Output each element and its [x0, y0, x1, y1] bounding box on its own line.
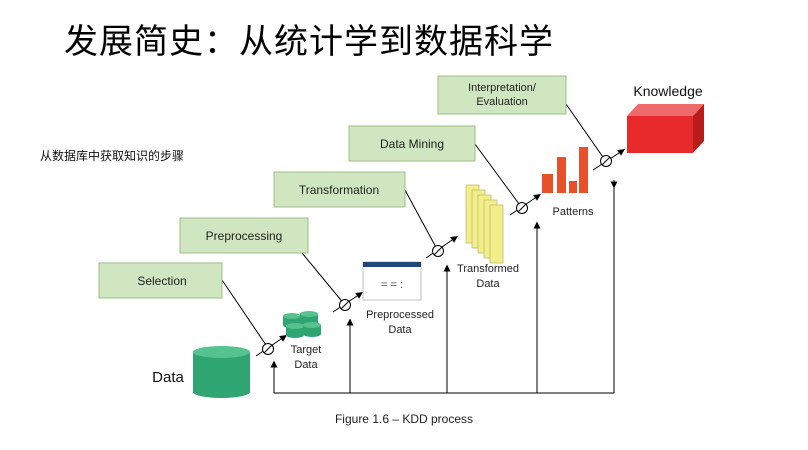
step-label-transformation: Transformation	[299, 183, 379, 197]
slide-subtitle: 从数据库中获取知识的步骤	[40, 149, 185, 163]
step-label-selection: Selection	[137, 274, 186, 288]
transformed-data-docs-icon	[465, 184, 504, 264]
feedback-loop	[270, 180, 618, 394]
target-data-icon	[283, 311, 321, 338]
step-box-interpretation: Interpretation/Evaluation	[437, 75, 567, 115]
stage-label-data: Data	[152, 369, 184, 386]
stage-label-patterns: Patterns	[553, 206, 594, 218]
svg-text:= = :: = = :	[381, 279, 403, 291]
data-cylinder-icon	[193, 346, 250, 398]
step-label-preprocessing: Preprocessing	[206, 229, 283, 243]
step-box-data-mining: Data Mining	[348, 125, 476, 162]
figure-caption: Figure 1.6 – KDD process	[335, 412, 473, 426]
step-label-data-mining: Data Mining	[380, 137, 444, 151]
patterns-bars-icon	[542, 147, 588, 193]
stage-label-knowledge: Knowledge	[633, 83, 702, 99]
step-box-selection: Selection	[98, 262, 223, 299]
preprocessed-data-window-icon: = = :	[362, 261, 422, 301]
slide-title: 发展简史：从统计学到数据科学	[64, 22, 554, 62]
step-label-interpretation: Interpretation/Evaluation	[468, 82, 537, 108]
step-box-transformation: Transformation	[273, 171, 406, 208]
step-box-preprocessing: Preprocessing	[179, 217, 309, 254]
knowledge-box-icon	[627, 104, 704, 153]
